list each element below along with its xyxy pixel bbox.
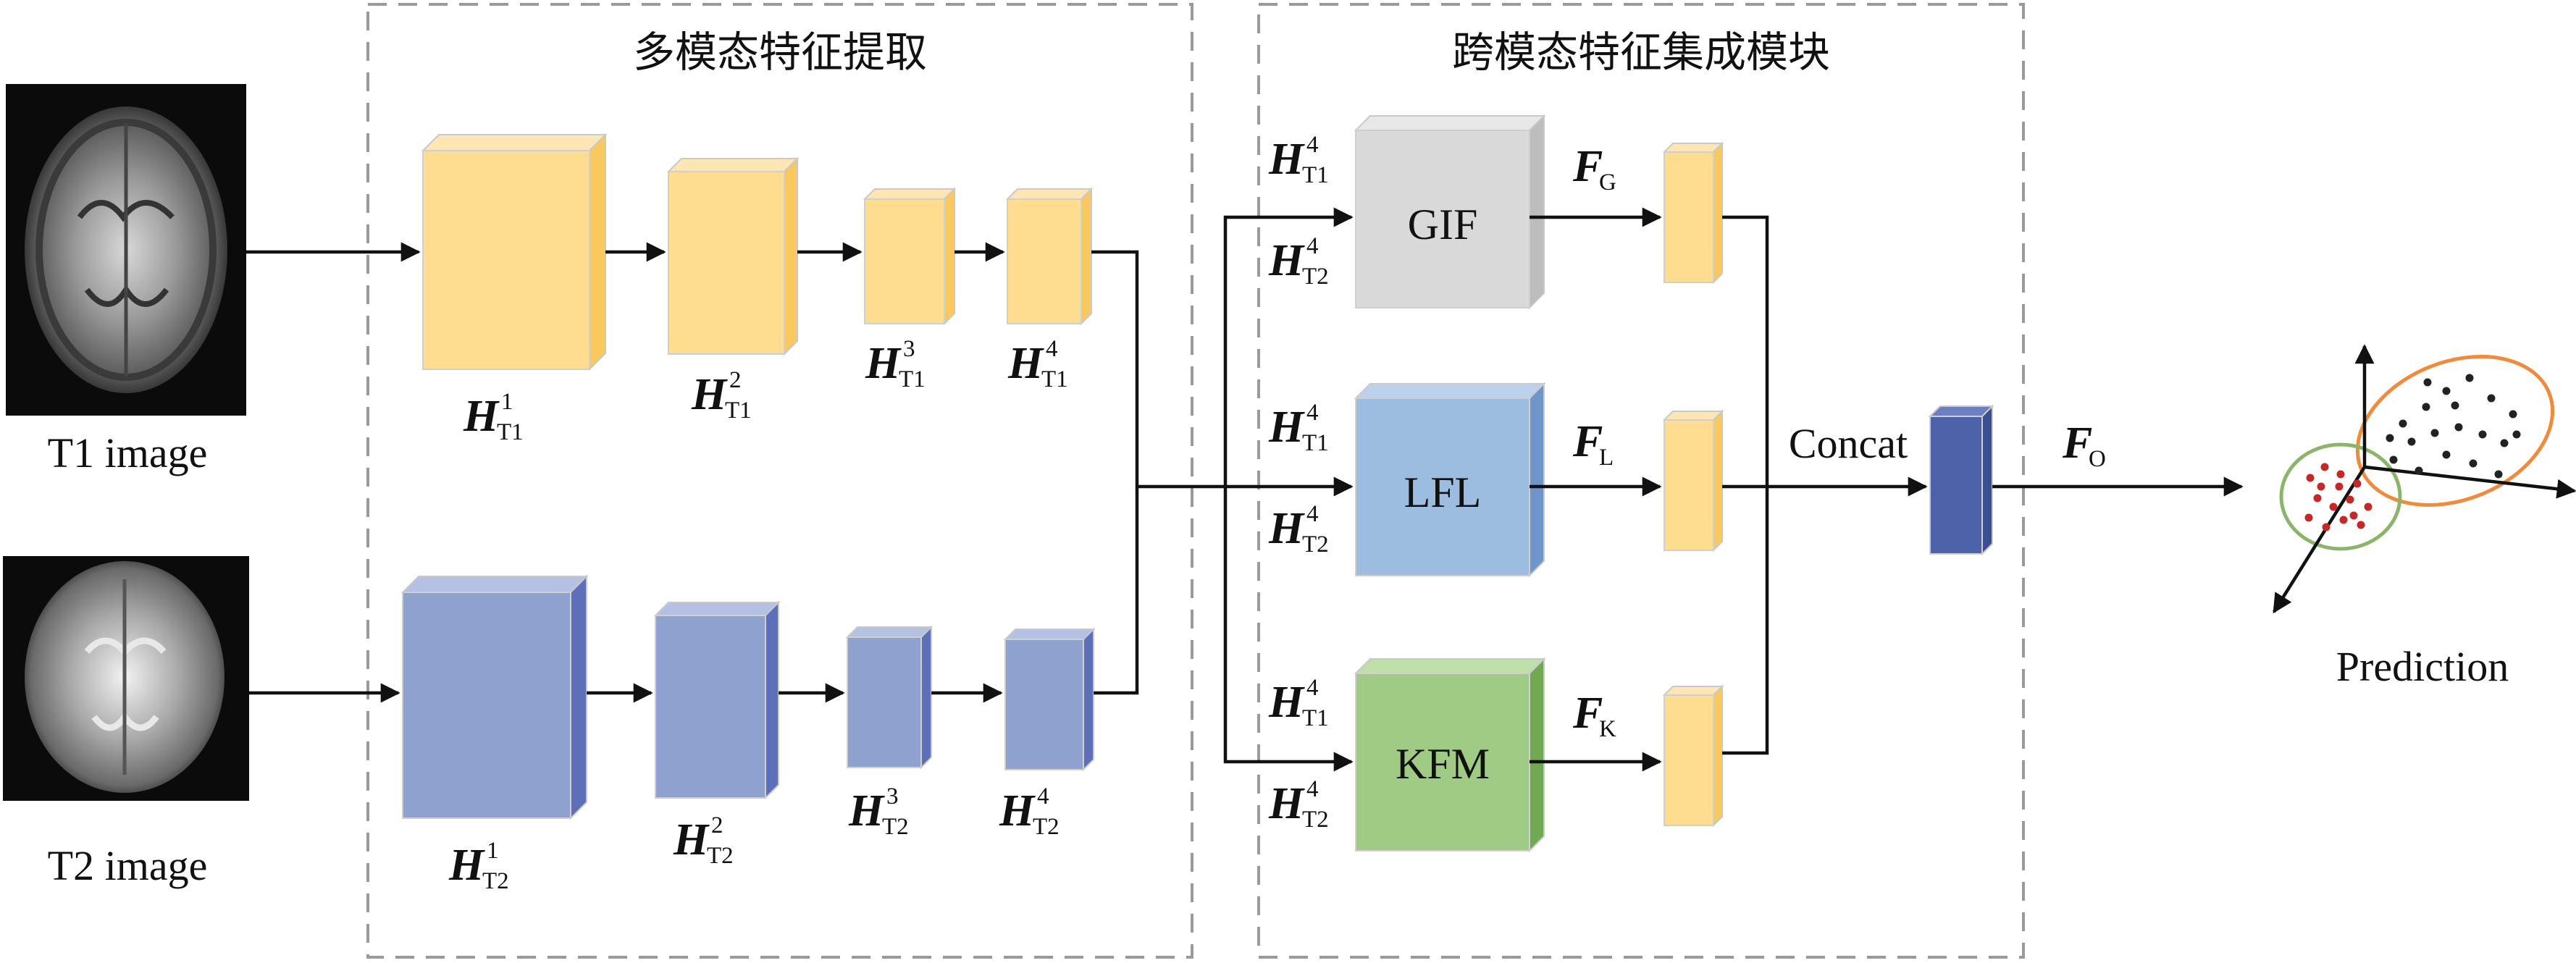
t2-merge-line [1094, 487, 1139, 695]
t2-feature-block-4 [1003, 627, 1096, 772]
lfl-module-label: LFL [1404, 468, 1482, 516]
kfm-output-label: FK [1572, 689, 1616, 742]
t1-feature-block-4 [1005, 187, 1094, 326]
kfm-module [1354, 657, 1546, 853]
t2-feature-block-2 [653, 600, 781, 800]
integration-frame [1257, 3, 2025, 959]
t1-feature-block-2 [666, 156, 800, 356]
t2-image [3, 556, 249, 801]
t1-image [6, 84, 246, 416]
concat-label: Concat [1789, 420, 1908, 467]
t1-caption: T1 image [48, 429, 208, 476]
t1-feature-block-1 [421, 133, 608, 371]
gif-input-arrow [1223, 207, 1354, 487]
prediction-scatter [2273, 344, 2576, 614]
concat-block [1928, 404, 1994, 556]
t1-feature-block-3 [863, 187, 957, 326]
gif-module [1354, 114, 1546, 310]
kfm-module-label: KFM [1396, 740, 1490, 788]
t2-feature-block-3 [845, 625, 934, 770]
gif-output-block [1662, 141, 1724, 285]
lfl-output-label: FL [1572, 417, 1614, 471]
gif-output-label: FG [1572, 142, 1616, 195]
extraction-frame [366, 3, 1193, 959]
t1-merge-line [1091, 250, 1139, 487]
t2-feature-block-1 [400, 574, 589, 820]
prediction-label: Prediction [2336, 643, 2509, 690]
gif-module-label: GIF [1408, 201, 1478, 248]
final-output-label: FO [2062, 419, 2106, 472]
integration-title: 跨模态特征集成模块 [1452, 28, 1830, 77]
lfl-output-block [1662, 409, 1724, 552]
kfm-output-block [1662, 684, 1724, 828]
t2-caption: T2 image [48, 842, 208, 889]
extraction-title: 多模态特征提取 [633, 28, 927, 77]
kfm-input-arrow [1223, 487, 1354, 772]
lfl-module [1354, 382, 1546, 578]
